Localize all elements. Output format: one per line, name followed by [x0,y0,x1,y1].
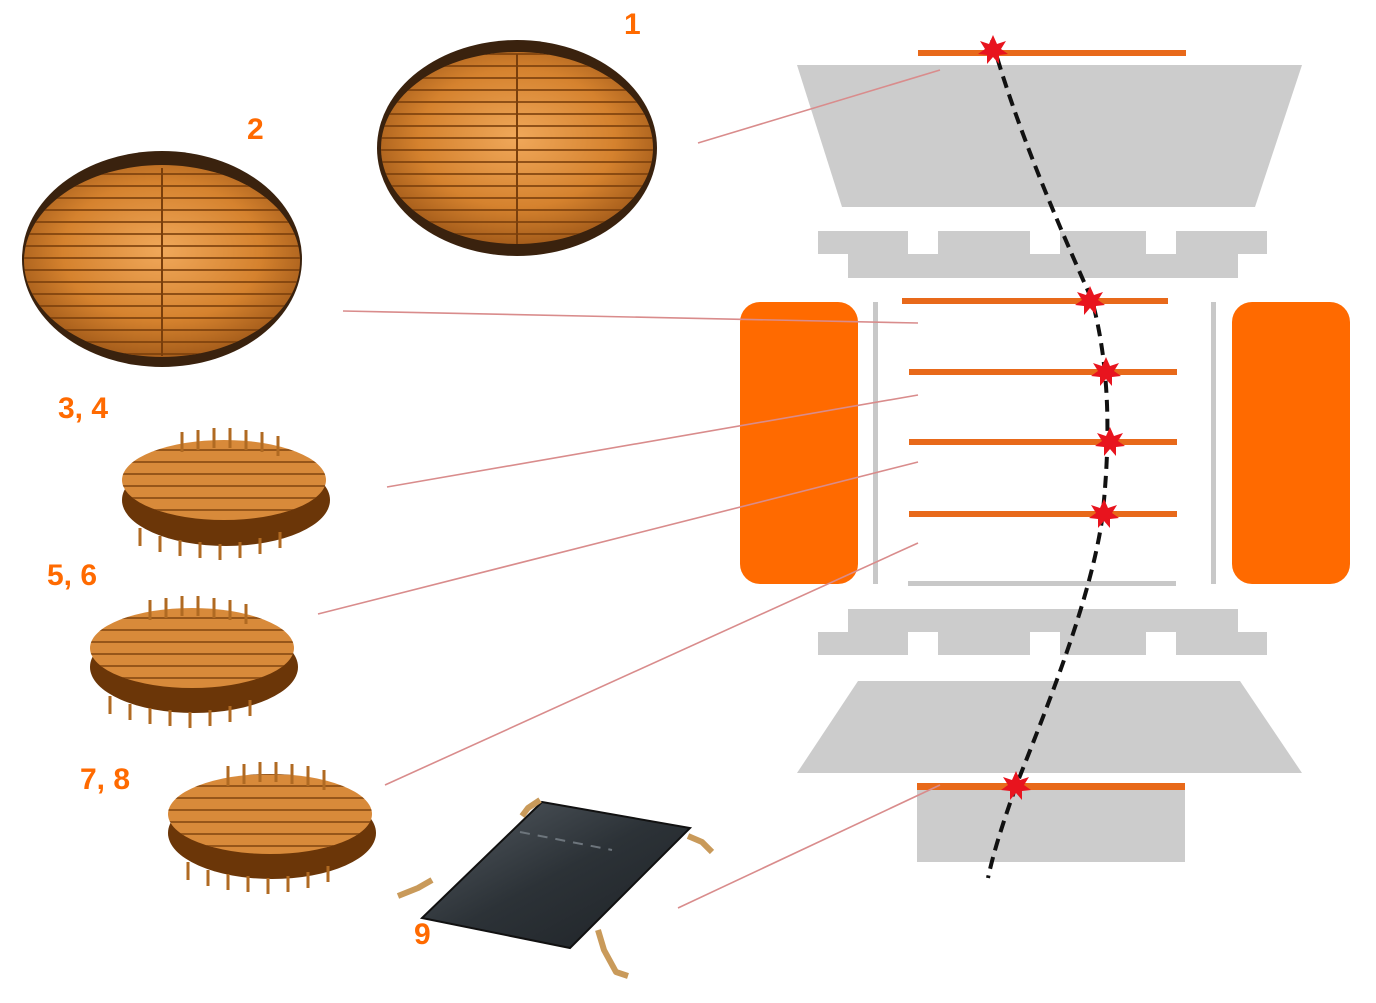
pointer-7-8 [384,542,919,786]
plane-1 [918,50,1186,56]
hit-markers [978,35,1125,800]
label-9: 9 [414,918,431,951]
red-starburst-icon [1091,357,1121,386]
label-1: 1 [624,8,641,41]
pointer-5-6 [317,461,919,615]
strip-disc-2 [22,151,302,367]
red-starburst-icon [1075,286,1105,315]
pointer-2 [342,310,919,324]
right-coil [1232,302,1350,584]
plane-9 [917,783,1185,790]
label-3-4: 3, 4 [58,392,108,425]
pixel-module-5-6 [90,596,298,728]
lower-slotted-shield [818,609,1267,655]
chamber-base-plate [908,581,1176,586]
readout-plate-9 [396,797,715,979]
red-starburst-icon [1001,771,1031,800]
red-starburst-icon [1095,427,1125,456]
label-2: 2 [247,113,264,146]
left-inner-wall [873,302,878,584]
bottom-block [917,790,1185,862]
left-coil [740,302,858,584]
strip-disc-1 [377,40,657,256]
plane-7-8 [909,511,1177,517]
pointer-9 [677,784,941,909]
pixel-module-7-8 [168,762,376,894]
pointer-lines [317,69,941,909]
red-starburst-icon [978,35,1008,64]
detector-cross-section [740,35,1350,879]
label-7-8: 7, 8 [80,763,130,796]
right-inner-wall [1211,302,1216,584]
label-5-6: 5, 6 [47,559,97,592]
plane-5-6 [909,439,1177,445]
pixel-module-3-4 [122,428,330,560]
red-starburst-icon [1089,499,1119,528]
plane-2 [902,298,1168,304]
upper-slotted-shield [818,231,1267,278]
pointer-1 [697,69,941,144]
lower-magnet-pole [797,681,1302,773]
pointer-3-4 [386,394,919,488]
plane-3-4 [909,369,1177,375]
upper-magnet-pole [797,65,1302,207]
